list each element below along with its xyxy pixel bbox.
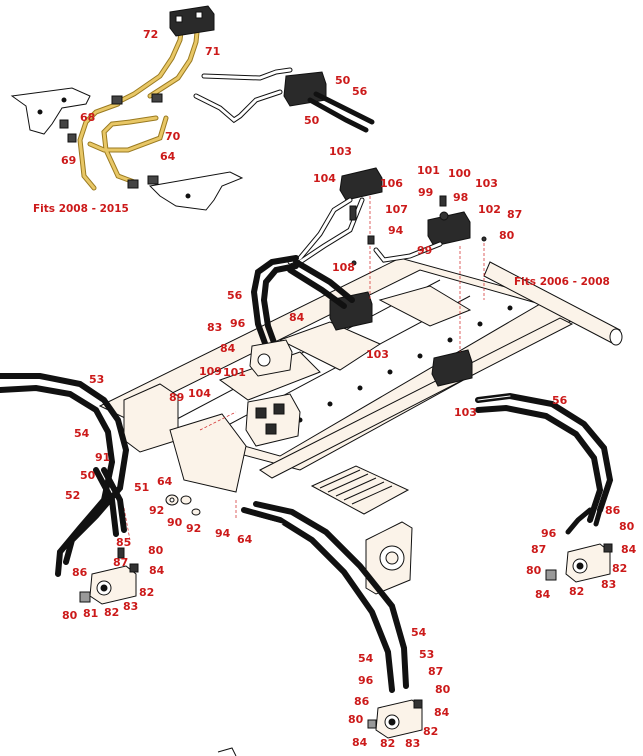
callout-label: 83: [207, 321, 223, 334]
callout-label: 91: [95, 451, 111, 464]
callout-label: 82: [612, 562, 628, 575]
mounting-bracket-left: [10, 87, 91, 135]
callout-label: 90: [167, 516, 183, 529]
callout-label: 82: [139, 586, 155, 599]
callout-label: 64: [160, 150, 176, 163]
callout-label: 80: [499, 229, 515, 242]
callout-label: 82: [569, 585, 585, 598]
callout-label: 84: [621, 543, 637, 556]
callout-label: 80: [435, 683, 451, 696]
callout-label: 50: [335, 74, 351, 87]
callout-label: 84: [220, 342, 236, 355]
callout-label: 84: [535, 588, 551, 601]
callout-label: 109: [199, 365, 222, 378]
callout-label: 92: [149, 504, 165, 517]
callout-label: 103: [454, 406, 477, 419]
callout-label: 82: [104, 606, 120, 619]
callout-label: 84: [149, 564, 165, 577]
callout-label: 56: [352, 85, 368, 98]
callout-label: 50: [80, 469, 96, 482]
callout-label: 86: [354, 695, 370, 708]
callout-label: 64: [157, 475, 173, 488]
callout-label: 53: [419, 648, 435, 661]
callout-label: 64: [237, 533, 253, 546]
step-grate: [310, 465, 410, 515]
callout-label: 84: [434, 706, 450, 719]
callout-label: 103: [475, 177, 498, 190]
callout-label: 87: [113, 556, 129, 569]
pump-bottom: [367, 699, 423, 739]
pump-left: [79, 547, 139, 605]
callout-label: 82: [423, 725, 439, 738]
callout-label: 108: [332, 261, 355, 274]
callout-label: 80: [526, 564, 542, 577]
callout-label: 56: [227, 289, 243, 302]
callout-label: 103: [366, 348, 389, 361]
callout-label: 71: [205, 45, 221, 58]
callout-label: 104: [313, 172, 336, 185]
callout-label: 86: [605, 504, 621, 517]
callout-label: 52: [65, 489, 81, 502]
valve-block-top: [169, 5, 215, 37]
mounting-bracket-right: [148, 171, 244, 211]
callout-label: 85: [116, 536, 132, 549]
callout-label: 56: [552, 394, 568, 407]
callout-label: 68: [80, 111, 96, 124]
callout-label: 103: [329, 145, 352, 158]
callout-label: 80: [148, 544, 164, 557]
callout-label: 94: [215, 527, 231, 540]
callout-label: 70: [165, 130, 181, 143]
callout-label: 104: [188, 387, 211, 400]
pump-upper-left: [249, 339, 293, 377]
callout-label: 89: [169, 391, 185, 404]
callout-label: 81: [83, 607, 99, 620]
callout-label: 80: [619, 520, 635, 533]
callout-label: 53: [89, 373, 105, 386]
callout-label: 80: [348, 713, 364, 726]
callout-label: 101: [417, 164, 440, 177]
callout-label: 94: [388, 224, 404, 237]
callout-label: 69: [61, 154, 77, 167]
callout-label: 102: [478, 203, 501, 216]
valve-block-inset-right: [283, 71, 327, 107]
callout-label: 51: [134, 481, 150, 494]
callout-label: 100: [448, 167, 471, 180]
callout-label: 54: [411, 626, 427, 639]
callout-label: 107: [385, 203, 408, 216]
callout-label: 82: [380, 737, 396, 750]
callout-label: 106: [380, 177, 403, 190]
callout-label: 86: [72, 566, 88, 579]
callout-label: 92: [186, 522, 202, 535]
callout-label: 99: [417, 244, 433, 257]
washers: [165, 494, 201, 516]
center-valve-block: [245, 393, 301, 447]
pump-right: [545, 543, 613, 583]
callout-label: 87: [428, 665, 444, 678]
caption-fits-2008-2015: Fits 2008 - 2015: [33, 203, 129, 215]
caption-fits-2006-2008: Fits 2006 - 2008: [514, 276, 610, 288]
callout-label: 83: [405, 737, 421, 750]
callout-label: 50: [304, 114, 320, 127]
callout-label: 84: [352, 736, 368, 749]
callout-label: 84: [289, 311, 305, 324]
callout-label: 54: [358, 652, 374, 665]
callout-label: 98: [453, 191, 469, 204]
callout-label: 96: [358, 674, 374, 687]
callout-label: 96: [230, 317, 246, 330]
callout-label: 72: [143, 28, 159, 41]
hydraulic-hoses: [0, 255, 614, 693]
callout-label: 96: [541, 527, 557, 540]
callout-label: 101: [223, 366, 246, 379]
callout-label: 83: [123, 600, 139, 613]
callout-label: 83: [601, 578, 617, 591]
callout-label: 54: [74, 427, 90, 440]
inset-2008-2015-assembly: [10, 5, 375, 211]
callout-label: 87: [507, 208, 523, 221]
callout-label: 80: [62, 609, 78, 622]
callout-label: 87: [531, 543, 547, 556]
callout-label: 99: [418, 186, 434, 199]
